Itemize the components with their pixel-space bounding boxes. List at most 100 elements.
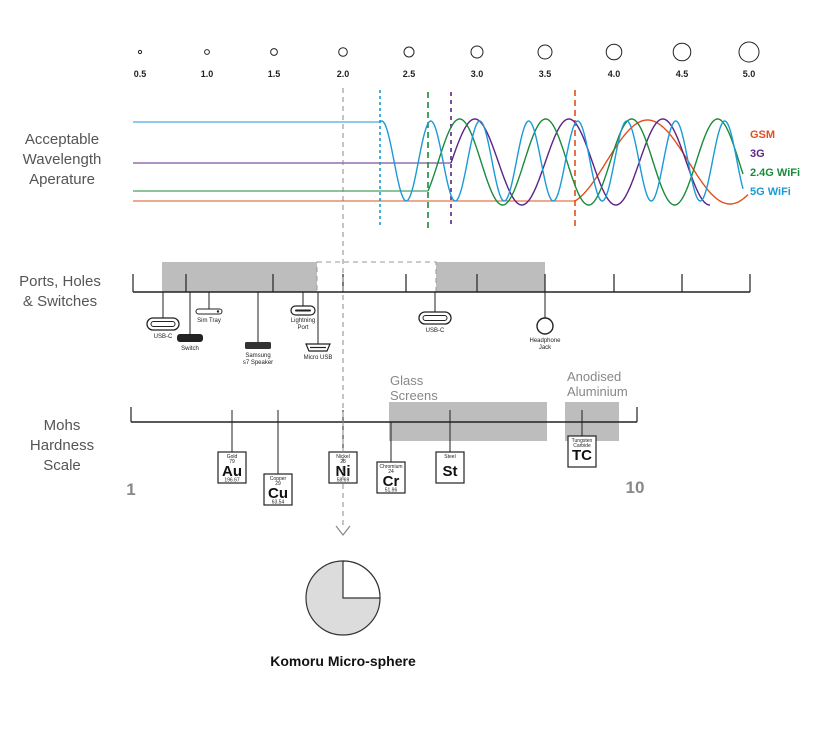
element-steel [435,451,465,484]
element-label: Gold [227,454,238,460]
port-label-headphone: Headphone [529,338,561,344]
legend-item: GSM [750,129,775,141]
ports-label: & Switches [23,293,97,310]
port-label-sim: Sim Tray [197,318,221,324]
scale-label: 1.0 [201,69,214,79]
element-label: Steel [444,454,455,460]
port-zone [162,262,317,292]
port-label-micro-usb: Micro USB [304,355,333,361]
switch-icon [177,334,203,342]
legend-item: 5G WiFi [750,186,791,198]
element-symbol: TC [572,447,592,464]
ports-label: Ports, Holes [19,273,101,290]
element-copper [263,473,293,506]
headphone-jack-icon [536,317,554,335]
scale-circle [403,46,415,58]
element-chromium [376,461,406,494]
scale-label: 1.5 [268,69,281,79]
wave-curve [379,120,744,202]
wave-legend: GSM 3G 2.4G WiFi 5G WiFi [750,129,800,198]
wavelength-label: Wavelength [23,151,102,168]
wavelength-label: Acceptable [25,131,99,148]
scale-label: 2.5 [403,69,416,79]
element-symbol: St [443,463,458,480]
element-symbol: Cu [268,485,288,502]
zone-label-aluminium: Anodised [567,369,621,384]
lightning-inner [295,309,311,312]
port-zone [436,262,545,292]
mohs-label: Scale [43,457,81,474]
scale-circle [338,47,348,57]
element-symbol: Cr [383,473,400,490]
element-number: 24 [388,469,394,475]
wavelength-section: GSM 3G 2.4G WiFi 5G WiFi [133,90,800,228]
port-label-lightning: Port [297,325,308,331]
legend-item: 3G [750,148,765,160]
element-number: 29 [275,481,281,487]
scale-circle [270,48,278,56]
sim-tray-icon [195,308,223,315]
wave-curve [427,118,744,206]
scale-circle [137,49,143,55]
speaker-icon [245,342,271,349]
zone-label-aluminium: Aluminium [567,384,628,399]
mohs-end: 10 [626,478,645,497]
element-symbol: Ni [336,463,351,480]
mohs-start: 1 [126,480,135,499]
scale-label: 0.5 [134,69,147,79]
reference-line [335,88,351,536]
mohs-label: Mohs [44,417,81,434]
zone-label-glass: Glass [390,373,424,388]
element-label: Copper [270,476,287,482]
scale-label: 4.5 [676,69,689,79]
port-inner [150,321,176,327]
element-label: Carbide [573,443,591,449]
wave-lines [133,90,749,228]
element-label: Chromium [379,464,402,470]
port-label-lightning: Lightning [291,318,315,324]
wavelength-label: Aperature [29,171,95,188]
legend-item: 2.4G WiFi [750,167,800,179]
element-label: Tungsten [572,438,593,444]
element-number: 79 [229,459,235,465]
zone-label-glass: Screens [390,388,438,403]
port-label-speaker: s7 Speaker [243,360,273,366]
scale-circle [204,49,210,55]
scale-label: 5.0 [743,69,756,79]
wave-curve [450,118,711,206]
scale-circle [470,45,484,59]
scale-label: 2.0 [337,69,350,79]
micro-sphere: Komoru Micro-sphere [270,560,416,669]
scale-circle [672,42,692,62]
element-mass: 63.54 [272,500,285,506]
element-gold [217,451,247,484]
wave-curve [574,119,749,205]
sphere-title: Komoru Micro-sphere [270,653,416,669]
scale-circle [738,41,760,63]
port-label-speaker: Samsung [245,353,270,359]
size-scale: 0.5 1.0 1.5 2.0 2.5 3.0 3.5 4.0 4.5 5.0 [134,41,760,79]
port-label-switch: Switch [181,346,199,352]
element-mass: 51.96 [385,488,398,494]
port-label-headphone: Jack [539,345,552,351]
port-zone-dashed [316,261,437,293]
scale-circle [537,44,553,60]
scale-label: 3.0 [471,69,484,79]
element-symbol: Au [222,463,242,480]
scale-circle [605,43,623,61]
element-number: 28 [340,459,346,465]
scale-label: 3.5 [539,69,552,79]
element-mass: 196.67 [224,478,240,484]
element-mass: 58.69 [337,478,350,484]
mohs-label: Hardness [30,437,94,454]
port-label-usb-c: USB-C [154,334,173,340]
scale-label: 4.0 [608,69,621,79]
element-tungsten-carbide [567,435,597,468]
port-inner [422,315,448,321]
sim-hole [216,310,220,313]
port-label-usb-c-right: USB-C [426,328,445,334]
